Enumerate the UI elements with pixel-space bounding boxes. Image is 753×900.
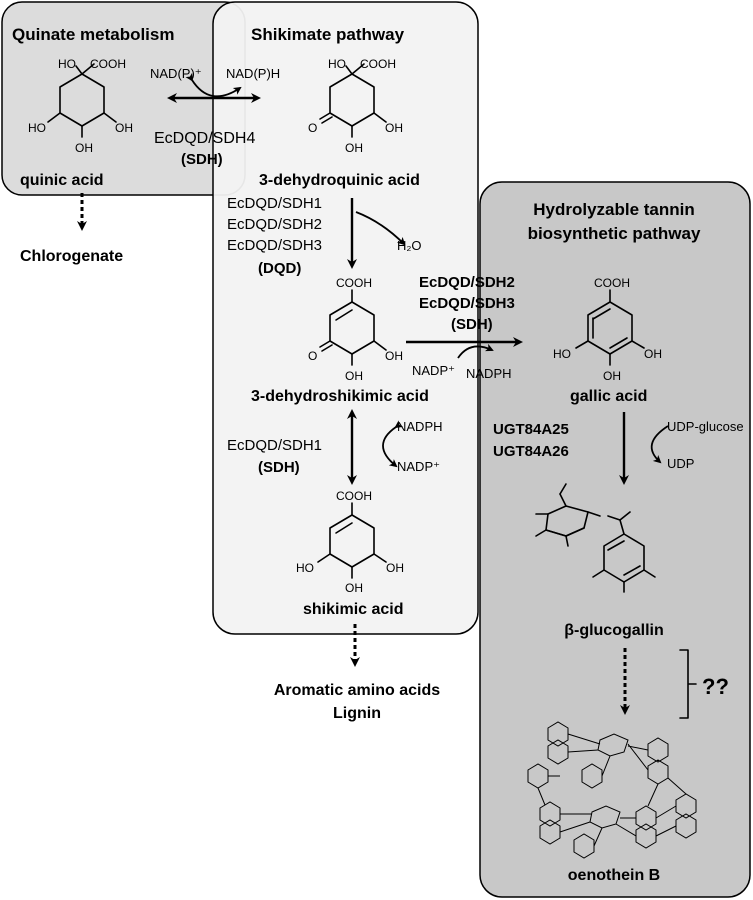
sdh1-type-label: (SDH) xyxy=(258,459,300,476)
dhs-oh-right: OH xyxy=(385,349,403,363)
oenothein-b-structure xyxy=(527,721,697,859)
shikimic-oh-right: OH xyxy=(386,561,404,575)
quinic-oh-bottom: OH xyxy=(75,141,93,155)
udp-label: UDP xyxy=(667,456,694,471)
shikimate-panel xyxy=(212,1,479,635)
dqd-enzyme-2: EcDQD/SDH2 xyxy=(227,216,322,233)
unknown-step-bracket xyxy=(679,649,697,719)
shikimic-ho-left: HO xyxy=(296,561,314,575)
sdh4-enzyme-label: EcDQD/SDH4 xyxy=(154,130,255,147)
sdh1-enzyme-label: EcDQD/SDH1 xyxy=(227,437,322,454)
nadp-sdh1-label: NADP⁺ xyxy=(397,459,440,474)
dhs-cooh: COOH xyxy=(336,276,372,290)
gallic-oh-bottom: OH xyxy=(603,369,621,383)
quinic-ho-top: HO xyxy=(58,57,76,71)
nadph-sdh1-label: NADPH xyxy=(397,419,443,434)
lignin-label: Lignin xyxy=(333,705,381,722)
dqd-enzyme-1: EcDQD/SDH1 xyxy=(227,195,322,212)
quinate-panel-title: Quinate metabolism xyxy=(12,25,174,44)
dhs-oh-bottom: OH xyxy=(345,369,363,383)
nadp-gallic-curve-arrow xyxy=(457,343,494,359)
nadp-gallic-label: NADP⁺ xyxy=(412,363,455,378)
gallic-enzyme-2: EcDQD/SDH3 xyxy=(419,295,515,312)
unknown-step-label: ?? xyxy=(702,674,729,699)
shikimic-acid-structure: COOH HO OH OH xyxy=(296,489,404,595)
shikimic-acid-label: shikimic acid xyxy=(303,601,404,618)
gallic-cooh: COOH xyxy=(594,276,630,290)
dhq-cooh: COOH xyxy=(360,57,396,71)
dhq-oh-bottom: OH xyxy=(345,141,363,155)
quinic-acid-structure: HO COOH HO OH OH xyxy=(28,57,133,155)
gallic-enzyme-1: EcDQD/SDH2 xyxy=(419,274,515,291)
gallic-acid-structure: COOH HO OH OH xyxy=(553,276,662,383)
nadp-plus-label: NAD(P)⁺ xyxy=(150,66,202,81)
dhs-o: O xyxy=(308,349,317,363)
dehydroshikimic-acid-structure: COOH O OH OH xyxy=(308,276,403,383)
udp-glucose-label: UDP-glucose xyxy=(667,419,744,434)
h2o-label: H₂O xyxy=(397,238,422,253)
nadph-sdh1-curve-arrow xyxy=(382,420,404,468)
quinic-acid-label: quinic acid xyxy=(20,172,104,189)
quinic-ho-left: HO xyxy=(28,121,46,135)
glucogallin-structure xyxy=(535,483,656,593)
dehydroquinic-acid-structure: HO COOH O OH OH xyxy=(308,57,403,155)
gallic-ho-left: HO xyxy=(553,347,571,361)
dehydroshikimic-acid-label: 3-dehydroshikimic acid xyxy=(251,388,429,405)
quinic-oh-right: OH xyxy=(115,121,133,135)
sdh4-type-label: (SDH) xyxy=(181,151,223,168)
chlorogenate-label: Chlorogenate xyxy=(20,248,123,265)
dqd-type-label: (DQD) xyxy=(258,260,301,277)
nadph-gallic-label: NADPH xyxy=(466,366,512,381)
gallic-type-label: (SDH) xyxy=(451,316,493,333)
dhq-oh-right: OH xyxy=(385,121,403,135)
glucogallin-label: β-glucogallin xyxy=(564,622,664,639)
shikimate-panel-title: Shikimate pathway xyxy=(251,25,405,44)
ugt-enzyme-1: UGT84A25 xyxy=(493,421,569,438)
dhq-ho-top: HO xyxy=(328,57,346,71)
aromatic-amino-acids-label: Aromatic amino acids xyxy=(274,682,440,699)
udp-glucose-curve-arrow xyxy=(650,425,669,464)
tannin-panel-title-line2: biosynthetic pathway xyxy=(528,224,701,243)
h2o-curve-arrow xyxy=(355,211,406,246)
tannin-panel-title-line1: Hydrolyzable tannin xyxy=(533,200,695,219)
ugt-enzyme-2: UGT84A26 xyxy=(493,443,569,460)
shikimic-oh-bottom: OH xyxy=(345,581,363,595)
quinic-cooh: COOH xyxy=(90,57,126,71)
dehydroquinic-acid-label: 3-dehydroquinic acid xyxy=(259,172,420,189)
dhq-o: O xyxy=(308,121,317,135)
gallic-oh-right: OH xyxy=(644,347,662,361)
oenothein-b-label: oenothein B xyxy=(568,867,660,884)
shikimic-cooh: COOH xyxy=(336,489,372,503)
dqd-enzyme-3: EcDQD/SDH3 xyxy=(227,237,322,254)
gallic-acid-label: gallic acid xyxy=(570,388,647,405)
nadph-label: NAD(P)H xyxy=(226,66,280,81)
